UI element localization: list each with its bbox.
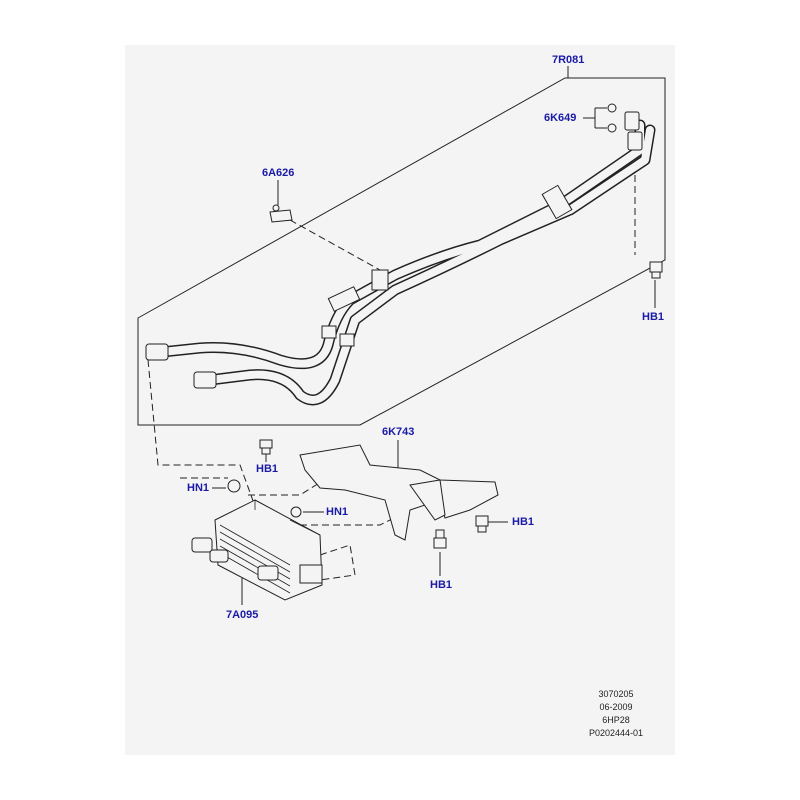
bracket-6A626 bbox=[269, 209, 293, 223]
dash-6A626-to-tube bbox=[289, 219, 381, 271]
tube-clip-1 bbox=[327, 286, 361, 312]
tube-clip-2 bbox=[371, 269, 389, 291]
bracket-6K743 bbox=[299, 444, 499, 541]
callout-7A095: 7A095 bbox=[226, 609, 259, 621]
footer-line-3: 6HP28 bbox=[602, 715, 630, 725]
callout-6A626: 6A626 bbox=[262, 167, 295, 179]
cooler-tube-upper bbox=[156, 119, 646, 370]
nut-HN1-mid bbox=[290, 506, 302, 518]
cooler-mount bbox=[299, 564, 323, 584]
callout-HB1-bottom: HB1 bbox=[430, 579, 453, 591]
nut-HN1-left bbox=[227, 479, 241, 493]
dash-left-1 bbox=[147, 359, 261, 521]
diagram-panel bbox=[125, 45, 675, 755]
callout-7R081: 7R081 bbox=[552, 54, 585, 66]
callout-HB1-top: HB1 bbox=[256, 463, 279, 475]
footer-line-2: 06-2009 bbox=[599, 702, 633, 712]
oil-cooler-7A095 bbox=[214, 499, 323, 601]
fitting-6K649-1 bbox=[607, 103, 617, 113]
bolt-HB1-top bbox=[259, 439, 273, 455]
tube-end-top-2 bbox=[627, 131, 643, 151]
tube-clip-3 bbox=[541, 184, 573, 220]
callout-HN1-left: HN1 bbox=[187, 482, 210, 494]
tube-end-top-1 bbox=[624, 111, 640, 131]
callout-HN1-mid: HN1 bbox=[326, 506, 349, 518]
tube-clip-5 bbox=[339, 333, 355, 347]
footer-line-4: P0202444-01 bbox=[588, 728, 644, 738]
bolt-HB1-bracket bbox=[475, 515, 489, 533]
callout-6K743: 6K743 bbox=[382, 426, 415, 438]
callout-6K649: 6K649 bbox=[544, 112, 577, 124]
callout-HB1-bracket: HB1 bbox=[512, 516, 535, 528]
tube-clip-4 bbox=[321, 325, 337, 339]
tube-fitting-left-lower bbox=[193, 371, 217, 389]
dash-cooler-bracket-3 bbox=[319, 544, 356, 581]
tube-assembly-outline bbox=[137, 77, 666, 426]
cooler-port-2 bbox=[209, 549, 229, 563]
tube-fitting-left-upper bbox=[145, 343, 169, 361]
cooler-port-1 bbox=[191, 537, 213, 553]
drawing-reference-footer: 3070205 06-2009 6HP28 P0202444-01 bbox=[570, 688, 662, 740]
fitting-6K649-2 bbox=[607, 123, 617, 133]
cooler-port-3 bbox=[257, 565, 279, 581]
callout-HB1-right: HB1 bbox=[642, 311, 665, 323]
footer-line-1: 3070205 bbox=[598, 689, 634, 699]
bolt-HB1-bottom bbox=[433, 529, 447, 549]
dash-cooler-bracket-2 bbox=[300, 514, 401, 526]
bolt-HB1-right bbox=[649, 261, 663, 279]
